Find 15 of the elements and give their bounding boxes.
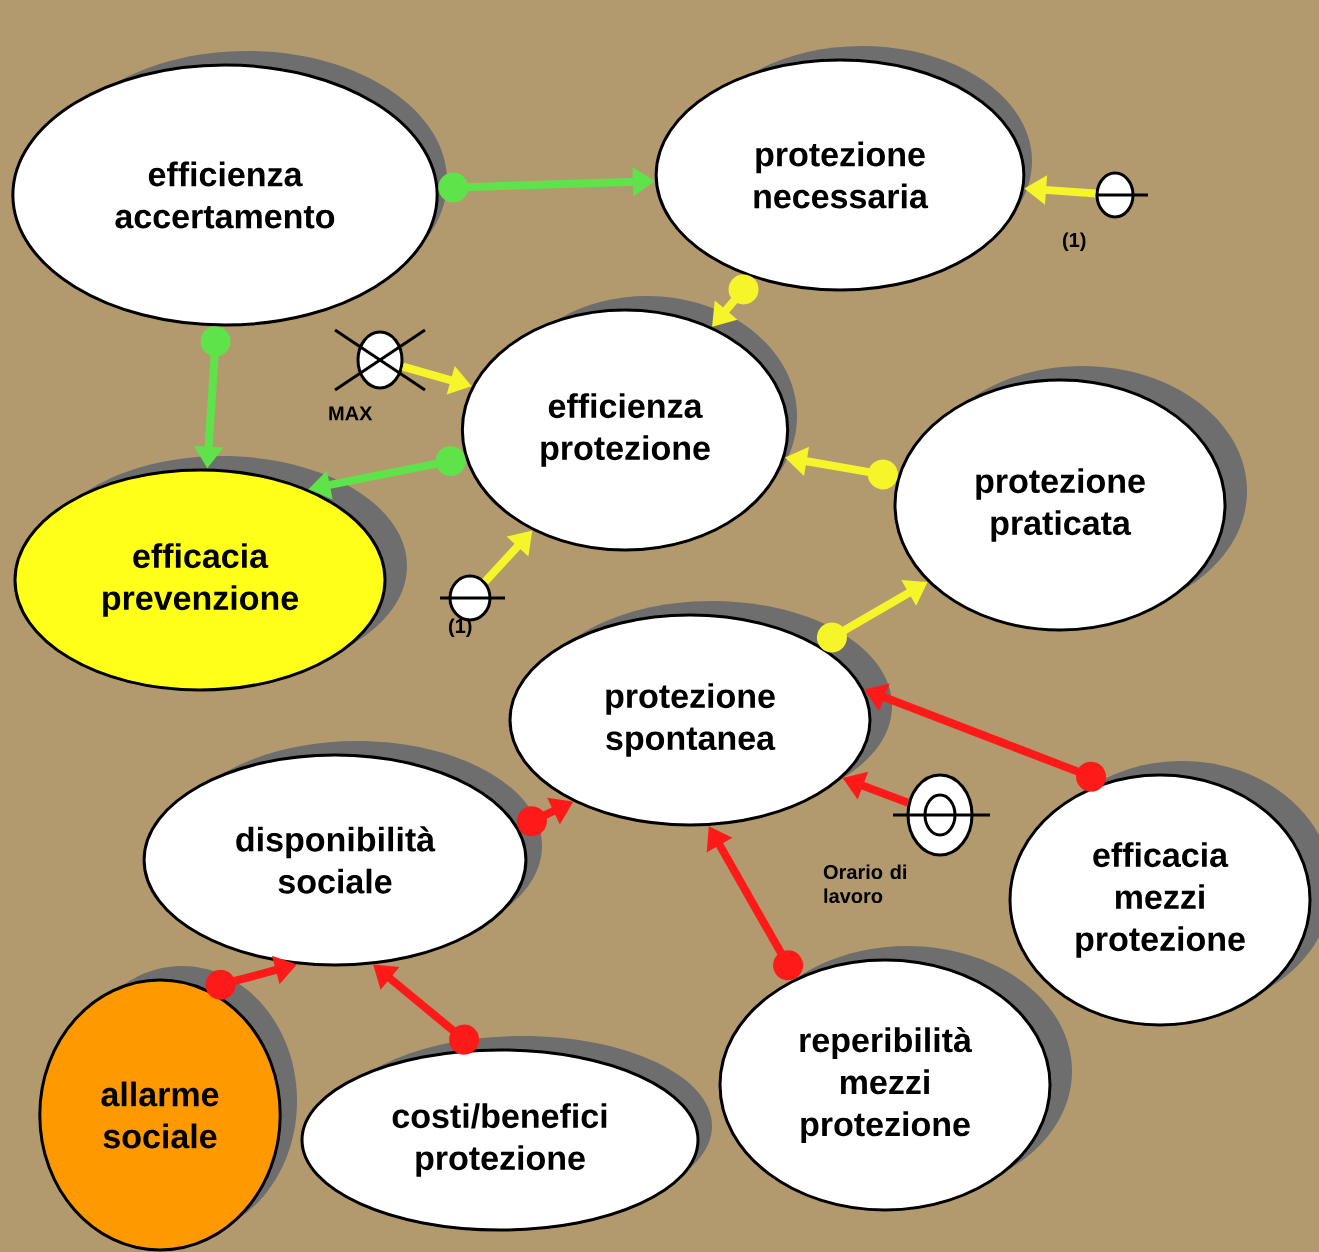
ellipse-node: protezione necessaria <box>654 46 1032 292</box>
ellipse-node: efficienza protezione <box>460 296 797 552</box>
symbol-label: Orario di lavoro <box>823 864 907 904</box>
ellipse-node: protezione praticata <box>893 366 1247 632</box>
ellipse-node: efficacia prevenzione <box>13 456 407 692</box>
ellipse-node: disponibilità sociale <box>142 741 542 967</box>
symbol-label: MAX <box>329 406 373 421</box>
ellipse-node: efficienza accertamento <box>11 51 447 327</box>
ellipse-node: efficacia mezzi protezione <box>1008 761 1319 1027</box>
symbol-label: (1) <box>1063 232 1086 252</box>
symbol-label: (1) <box>449 618 472 638</box>
ellipse-node: protezione spontanea <box>508 601 892 827</box>
ellipse-node: allarme sociale <box>38 966 297 1252</box>
ellipse-node: reperibilità mezzi protezione <box>718 946 1072 1212</box>
ellipse-node: costi/benefici protezione <box>300 1036 712 1232</box>
